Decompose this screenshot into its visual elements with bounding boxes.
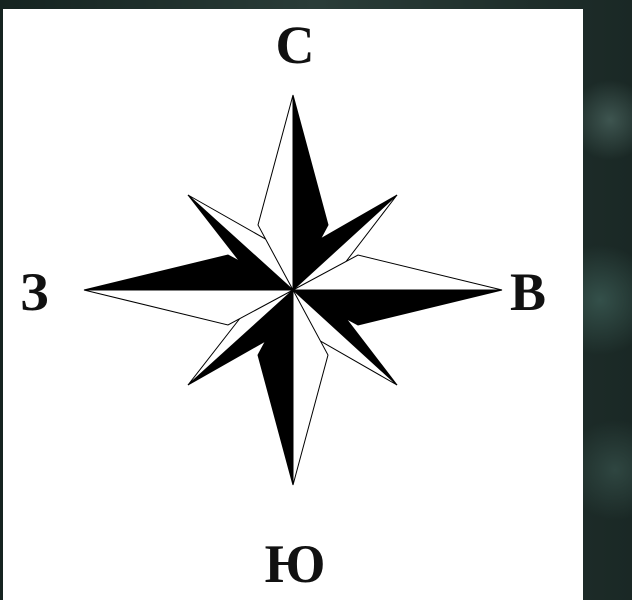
- south-label: Ю: [250, 537, 340, 591]
- north-label: С: [250, 18, 340, 72]
- compass-star: [84, 95, 502, 485]
- east-label: В: [510, 265, 580, 319]
- west-label: З: [20, 265, 76, 319]
